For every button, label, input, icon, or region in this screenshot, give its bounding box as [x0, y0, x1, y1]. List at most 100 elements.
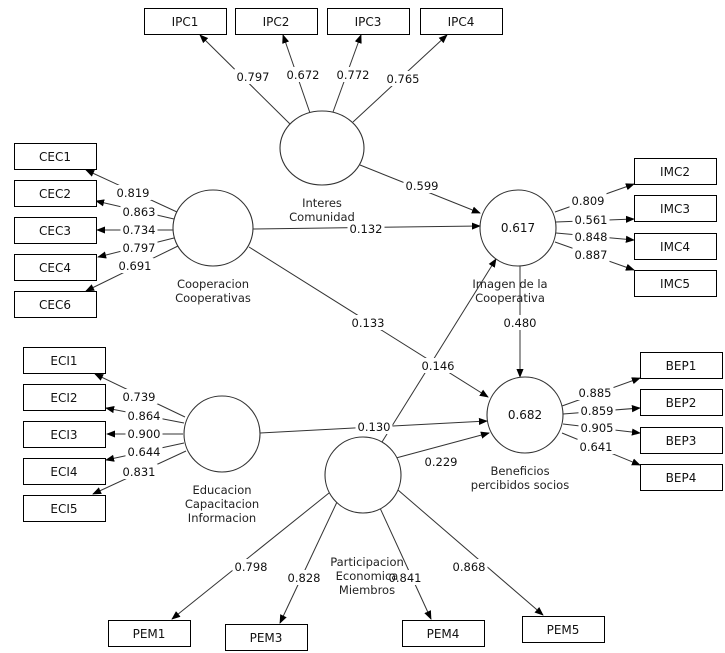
indicator-label: IMC3 — [660, 202, 690, 216]
loading-label-bep3-text: 0.905 — [581, 421, 614, 435]
loading-label-cec6-bg — [116, 258, 154, 273]
loading-label-cec6: 0.691 — [116, 258, 154, 273]
indicator-box[interactable] — [14, 291, 97, 318]
latent-circle[interactable] — [324, 436, 402, 514]
indicator-box[interactable] — [14, 180, 97, 207]
latent-pem[interactable] — [324, 436, 402, 514]
path-coef-ipc-imc: 0.599 — [403, 178, 441, 193]
latent-eci[interactable] — [183, 395, 261, 473]
loading-label-ipc1-bg — [234, 69, 272, 84]
loading-label-cec1: 0.819 — [114, 185, 152, 200]
indicator-cec6[interactable]: CEC6 — [14, 291, 97, 318]
indicator-cec2[interactable]: CEC2 — [14, 180, 97, 207]
indicator-bep1[interactable]: BEP1 — [640, 352, 723, 379]
indicator-box[interactable] — [23, 458, 106, 485]
path-coef-pem-bep-text: 0.229 — [425, 455, 458, 469]
indicator-box[interactable] — [108, 620, 191, 647]
loading-label-imc4-text: 0.848 — [575, 230, 608, 244]
indicator-eci4[interactable]: ECI4 — [23, 458, 106, 485]
indicator-box[interactable] — [14, 254, 97, 281]
loading-label-cec1-bg — [114, 185, 152, 200]
loading-label-eci1-text: 0.739 — [123, 390, 156, 404]
indicator-eci3[interactable]: ECI3 — [23, 421, 106, 448]
indicator-box[interactable] — [634, 158, 717, 185]
loading-label-ipc2-bg — [284, 67, 322, 82]
path-coef-eci-bep: 0.130 — [355, 419, 393, 434]
indicator-label: BEP3 — [666, 434, 697, 448]
loading-label-pem3: 0.828 — [285, 570, 323, 585]
indicator-box[interactable] — [522, 616, 605, 643]
indicator-cec4[interactable]: CEC4 — [14, 254, 97, 281]
path-coef-pem-imc: 0.146 — [419, 358, 457, 373]
indicator-box[interactable] — [640, 352, 723, 379]
indicator-box[interactable] — [23, 384, 106, 411]
indicator-pem5[interactable]: PEM5 — [522, 616, 605, 643]
latent-bep[interactable]: 0.682 — [486, 376, 564, 454]
indicator-box[interactable] — [14, 143, 97, 170]
indicator-box[interactable] — [640, 464, 723, 491]
loading-label-eci3: 0.900 — [125, 426, 163, 441]
indicator-box[interactable] — [225, 624, 308, 651]
path-coef-pem-bep-bg — [422, 454, 460, 469]
latent-ipc[interactable] — [279, 110, 365, 186]
loading-label-eci5: 0.831 — [120, 464, 158, 479]
indicator-box[interactable] — [14, 217, 97, 244]
loading-label-imc5-text: 0.887 — [575, 248, 608, 262]
latent-circle[interactable] — [486, 376, 564, 454]
loading-label-eci1: 0.739 — [120, 389, 158, 404]
indicator-bep2[interactable]: BEP2 — [640, 389, 723, 416]
latent-circle[interactable] — [183, 395, 261, 473]
latent-imc[interactable]: 0.617 — [479, 189, 557, 267]
loading-label-cec1-text: 0.819 — [117, 186, 150, 200]
indicator-eci5[interactable]: ECI5 — [23, 495, 106, 522]
indicator-box[interactable] — [420, 8, 503, 35]
indicator-ipc2[interactable]: IPC2 — [235, 8, 318, 35]
indicator-box[interactable] — [634, 270, 717, 297]
indicator-box[interactable] — [23, 347, 106, 374]
indicator-label: BEP2 — [666, 396, 697, 410]
loading-label-eci2-bg — [125, 408, 163, 423]
indicator-box[interactable] — [634, 233, 717, 260]
indicator-box[interactable] — [640, 389, 723, 416]
indicator-box[interactable] — [402, 620, 485, 647]
indicator-imc5[interactable]: IMC5 — [634, 270, 717, 297]
indicator-box[interactable] — [327, 8, 410, 35]
indicator-box[interactable] — [235, 8, 318, 35]
indicator-ipc3[interactable]: IPC3 — [327, 8, 410, 35]
indicator-box[interactable] — [23, 421, 106, 448]
indicator-imc3[interactable]: IMC3 — [634, 195, 717, 222]
indicator-box[interactable] — [640, 427, 723, 454]
indicator-ipc1[interactable]: IPC1 — [144, 8, 227, 35]
indicator-box[interactable] — [23, 495, 106, 522]
latent-name-line: Comunidad — [289, 210, 355, 224]
loading-edge-pem5 — [397, 489, 544, 616]
loading-label-cec2-bg — [120, 204, 158, 219]
indicator-bep3[interactable]: BEP3 — [640, 427, 723, 454]
loading-label-eci5-text: 0.831 — [123, 465, 156, 479]
latent-name-line: Educacion — [192, 483, 251, 497]
indicator-bep4[interactable]: BEP4 — [640, 464, 723, 491]
indicator-cec1[interactable]: CEC1 — [14, 143, 97, 170]
latent-circle[interactable] — [479, 189, 557, 267]
indicator-imc4[interactable]: IMC4 — [634, 233, 717, 260]
loading-label-cec4-text: 0.797 — [123, 241, 156, 255]
indicator-box[interactable] — [634, 195, 717, 222]
indicator-box[interactable] — [144, 8, 227, 35]
loading-label-cec3: 0.734 — [120, 222, 158, 237]
loading-label-bep1-bg — [576, 385, 614, 400]
loading-label-eci3-text: 0.900 — [128, 427, 161, 441]
indicator-imc2[interactable]: IMC2 — [634, 158, 717, 185]
indicator-pem1[interactable]: PEM1 — [108, 620, 191, 647]
latent-circle[interactable] — [172, 189, 254, 267]
indicator-cec3[interactable]: CEC3 — [14, 217, 97, 244]
loading-label-cec3-bg — [120, 222, 158, 237]
latent-cec[interactable] — [172, 189, 254, 267]
indicator-eci2[interactable]: ECI2 — [23, 384, 106, 411]
indicator-pem3[interactable]: PEM3 — [225, 624, 308, 651]
indicator-pem4[interactable]: PEM4 — [402, 620, 485, 647]
indicator-ipc4[interactable]: IPC4 — [420, 8, 503, 35]
indicator-eci1[interactable]: ECI1 — [23, 347, 106, 374]
path-coef-imc-bep: 0.480 — [501, 315, 539, 330]
latent-circle[interactable] — [279, 110, 365, 186]
